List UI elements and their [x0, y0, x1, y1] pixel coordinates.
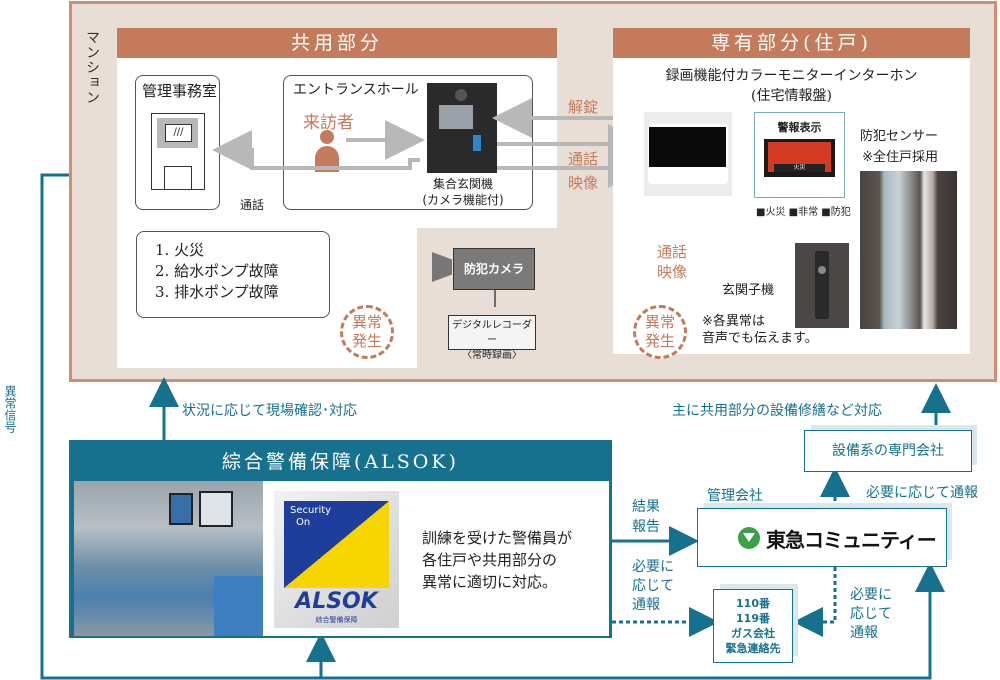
alsok-logo-sub: 綜合警備保障 — [315, 616, 358, 624]
call-office-arrow — [212, 130, 420, 170]
legend-emergency: ■非常 — [788, 207, 819, 218]
office-door-icon: /// — [151, 113, 205, 190]
result-report-line: 報告 — [632, 519, 660, 535]
tokyu-logo-icon — [738, 527, 760, 549]
voice-note: ※各異常は 音声でも伝えます。 — [702, 313, 818, 347]
alsok-logo-tagline: Security On — [290, 505, 331, 529]
emergency-contact: ガス会社 — [731, 627, 775, 640]
alsok-title: 綜合警備保障(ALSOK) — [222, 451, 459, 473]
common-call-label: 通話 — [240, 198, 265, 212]
security-camera-label: 防犯カメラ — [453, 248, 535, 290]
legend-fire: ■火災 — [756, 207, 786, 218]
emergency-contact: 緊急連絡先 — [725, 642, 781, 655]
alsok-logo-brand: ALSOK — [295, 589, 378, 614]
abnormal-item: 2. 給水ポンプ故障 — [155, 262, 279, 280]
notify-line: 通報 — [850, 625, 878, 641]
voice-note-line: 音声でも伝えます。 — [702, 331, 818, 346]
notify-line: 応じて — [632, 578, 674, 594]
mgmt-notify-label: 必要に 応じて 通報 — [850, 586, 892, 643]
legend-crime: ■防犯 — [821, 207, 851, 218]
control-center-photo — [74, 481, 263, 636]
alsok-description-line: 異常に適切に対応。 — [422, 573, 558, 591]
alsok-logo: Security On ALSOK 綜合警備保障 — [274, 491, 399, 628]
entrance-panel-device — [427, 83, 497, 173]
monitor-title-block: 録画機能付カラーモニターインターホン (住宅情報盤) — [613, 66, 970, 106]
unlock-label: 解錠 — [568, 98, 599, 116]
alarm-screen-text: 火災 — [774, 164, 825, 172]
monitor-subtitle: (住宅情報盤) — [751, 88, 832, 104]
private-area-title: 専有部分(住戸) — [613, 28, 970, 58]
notify-equipment-label: 必要に応じて通報 — [866, 485, 978, 501]
abnormal-badge-common: 異常 発生 — [340, 305, 394, 359]
notify-line: 必要に — [632, 559, 674, 575]
digital-recorder: デジタルレコーダー 〈常時録画〉 — [448, 315, 536, 361]
call-label: 通話 — [568, 150, 599, 168]
alarm-display-title: 警報表示 — [777, 121, 822, 134]
security-sensor-label: 防犯センサー ※全住戸採用 — [860, 126, 938, 168]
mansion-label: マンション — [84, 30, 100, 105]
abnormal-signal-line — [40, 173, 945, 680]
onsite-response-label: 状況に応じて現場確認･対応 — [182, 403, 357, 419]
alarm-display-box: 警報表示 火災 — [754, 112, 845, 198]
video-label: 映像 — [568, 174, 599, 192]
sensor-note: ※全住戸採用 — [862, 150, 939, 165]
common-area-title: 共用部分 — [117, 28, 557, 58]
notify-line: 必要に — [850, 587, 892, 603]
door-station-label: 玄関子機 — [722, 283, 775, 298]
abnormal-item: 1. 火災 — [155, 241, 205, 259]
alsok-description: 訓練を受けた警備員が 各住戸や共用部分の 異常に適切に対応。 — [422, 527, 572, 593]
visitor-label: 来訪者 — [303, 113, 354, 133]
repair-label: 主に共用部分の設備修繕など対応 — [672, 403, 882, 419]
door-station-device — [795, 243, 849, 328]
sensor-title: 防犯センサー — [860, 129, 939, 144]
result-report-line: 結果 — [632, 499, 660, 515]
result-report-label: 結果 報告 — [632, 497, 660, 537]
management-office-title: 管理事務室 — [142, 82, 218, 100]
window-sensor-photo — [860, 171, 957, 329]
private-call-label: 通話 — [657, 243, 688, 261]
recorder-label: デジタルレコーダー — [452, 320, 532, 346]
abnormal-badge-line: 異常 — [351, 313, 382, 331]
logo-tagline-line: On — [296, 517, 311, 528]
equipment-company-label: 設備系の専門会社 — [832, 443, 944, 459]
entrance-hall-title: エントランスホール — [293, 82, 419, 98]
emergency-contact: 110番 — [736, 597, 770, 610]
emergency-contact: 119番 — [736, 612, 770, 625]
management-company-name: 東急コミュニティー — [766, 528, 937, 552]
intercom-monitor-device — [644, 112, 732, 196]
alsok-description-line: 各住戸や共用部分の — [422, 551, 558, 569]
monitor-title: 録画機能付カラーモニターインターホン — [665, 68, 918, 84]
entrance-device-name: 集合玄関機 — [432, 177, 493, 191]
abnormal-badge-line: 異常 — [644, 313, 675, 331]
management-company-label: 管理会社 — [707, 488, 763, 504]
private-video-label: 映像 — [657, 263, 688, 281]
abnormal-badge-line: 発生 — [644, 332, 675, 350]
private-call-video-label: 通話 映像 — [657, 242, 687, 282]
recorder-note: 〈常時録画〉 — [462, 350, 522, 361]
notify-line: 応じて — [850, 606, 892, 622]
equipment-company-box: 設備系の専門会社 — [804, 430, 972, 472]
emergency-contacts-box: 110番 119番 ガス会社 緊急連絡先 — [713, 589, 793, 663]
abnormal-signal-label: 異常信号 — [3, 385, 17, 433]
abnormal-list: 1. 火災 2. 給水ポンプ故障 3. 排水ポンプ故障 — [136, 231, 330, 318]
alsok-description-line: 訓練を受けた警備員が — [422, 529, 573, 547]
security-camera-icon — [432, 252, 452, 282]
abnormal-badge-private: 異常 発生 — [633, 305, 687, 359]
notify-line: 通報 — [632, 597, 660, 613]
entrance-device-label: 集合玄関機 (カメラ機能付) — [420, 176, 506, 208]
entrance-device-note: (カメラ機能付) — [422, 193, 504, 207]
voice-note-line: ※各異常は — [702, 314, 765, 329]
alsok-notify-label: 必要に 応じて 通報 — [632, 558, 674, 615]
alarm-legend: ■火災 ■非常 ■防犯 — [756, 203, 851, 218]
abnormal-badge-line: 発生 — [351, 332, 382, 350]
abnormal-item: 3. 排水ポンプ故障 — [155, 283, 279, 301]
logo-tagline-line: Security — [290, 505, 332, 516]
mgmt-notify-emergency-arrow — [793, 567, 837, 637]
